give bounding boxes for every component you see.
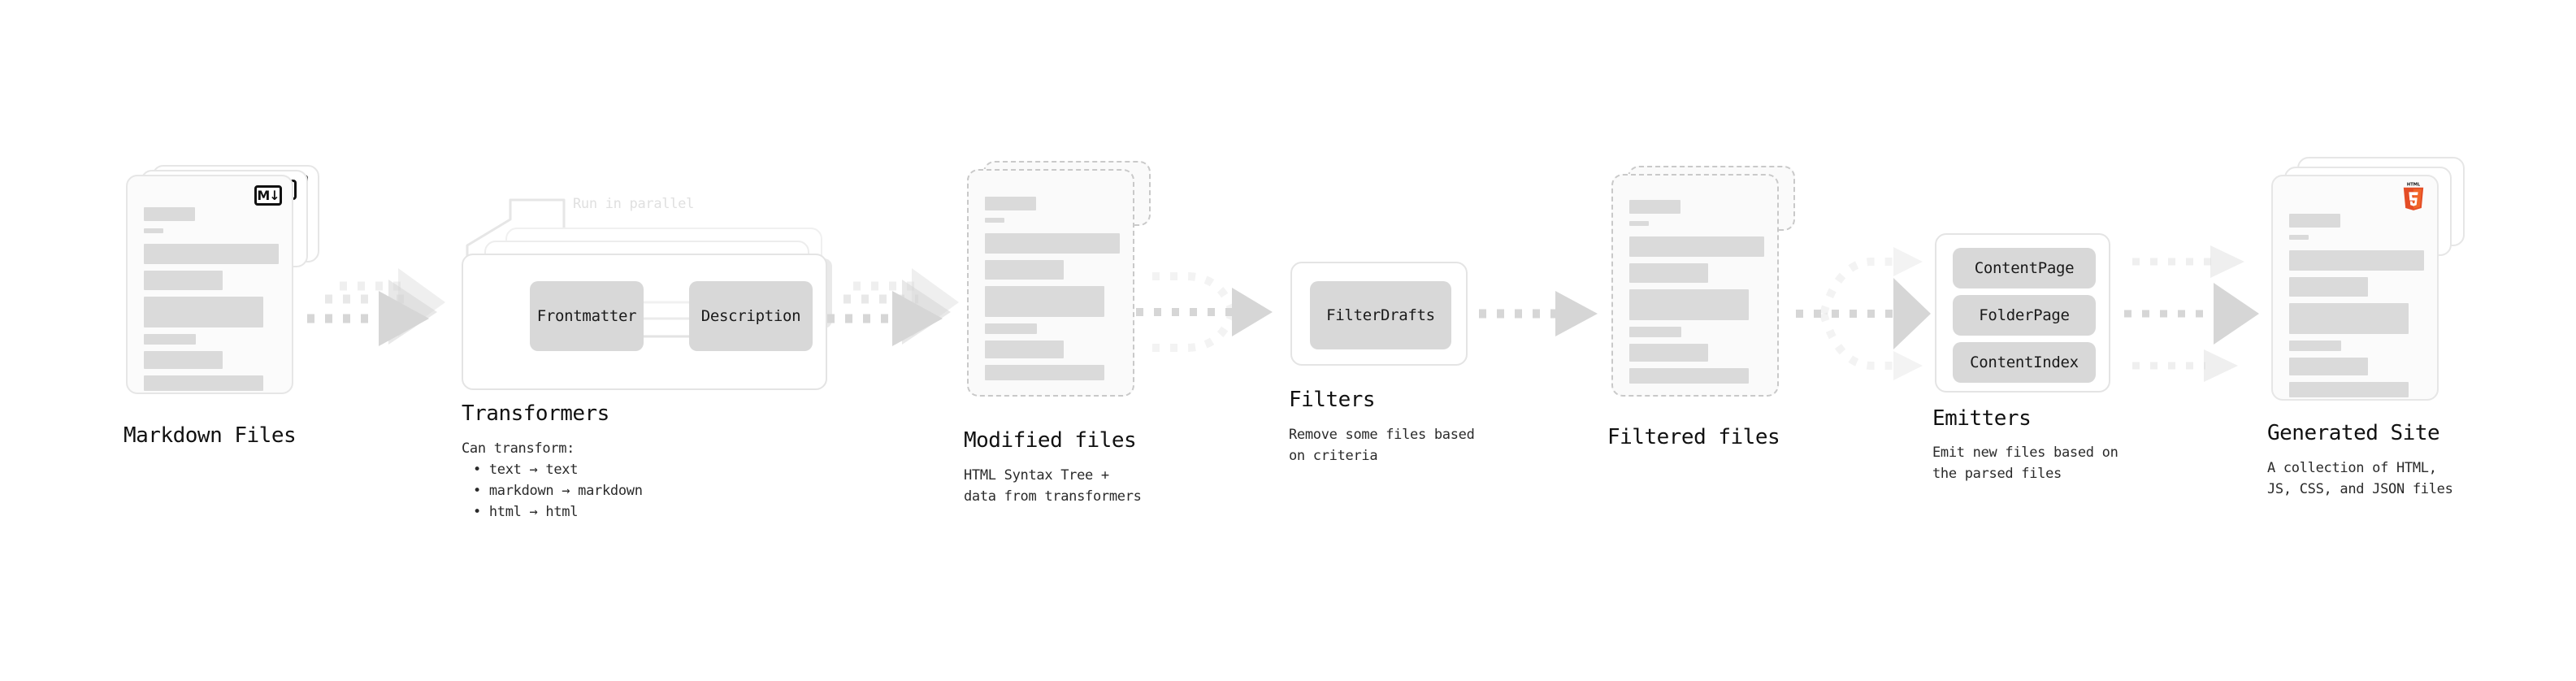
content-bar	[985, 260, 1064, 280]
emitter-chip-contentindex[interactable]: ContentIndex	[1953, 342, 2096, 383]
connector-emitters-to-site	[2124, 245, 2259, 382]
stage-title-emitters: Emitters	[1932, 406, 2032, 431]
transformer-chip-description[interactable]: Description	[689, 281, 813, 351]
filters-subtitle: Remove some files based on criteria	[1289, 427, 1475, 464]
content-bar	[2289, 277, 2368, 297]
content-bar	[985, 340, 1064, 358]
run-in-parallel-label: Run in parallel	[573, 196, 695, 212]
content-bar	[2289, 235, 2309, 240]
transformers-bullet-2: • markdown → markdown	[473, 483, 643, 499]
content-bar	[1629, 344, 1708, 362]
content-bar	[2289, 382, 2409, 397]
run-in-parallel-bracket	[466, 198, 566, 280]
emitter-chip-folderpage[interactable]: FolderPage	[1953, 295, 2096, 336]
content-bar	[985, 233, 1120, 254]
doc-content	[144, 207, 279, 398]
filtered-doc-front	[1611, 174, 1779, 397]
content-bar	[1629, 368, 1749, 384]
content-bar	[144, 271, 223, 290]
connector-modified-to-filters	[1136, 272, 1273, 352]
emitter-chip-contentpage[interactable]: ContentPage	[1953, 248, 2096, 288]
markdown-badge: M↓	[254, 185, 282, 206]
connector-filters-to-filtered	[1479, 291, 1598, 336]
content-bar	[144, 244, 279, 264]
html5-badge: HTML	[2403, 182, 2424, 210]
doc-content	[2289, 214, 2424, 405]
stage-title-filters: Filters	[1289, 388, 1376, 412]
connector-filtered-to-emitters	[1796, 247, 1931, 380]
stage-title-modified-files: Modified files	[964, 428, 1137, 453]
content-bar	[2289, 214, 2340, 228]
modified-doc-front	[967, 169, 1134, 397]
markdown-doc-front: M↓	[126, 175, 293, 394]
stage-title-markdown-files: Markdown Files	[124, 423, 297, 448]
modified-files-subtitle: HTML Syntax Tree + data from transformer…	[964, 467, 1142, 505]
transformer-chip-frontmatter[interactable]: Frontmatter	[530, 281, 644, 351]
content-bar	[144, 207, 195, 221]
stage-title-transformers: Transformers	[462, 401, 609, 426]
filters-box: FilterDrafts	[1290, 262, 1468, 366]
stage-title-filtered-files: Filtered files	[1607, 425, 1780, 449]
content-bar	[985, 286, 1104, 317]
content-bar	[1629, 327, 1681, 337]
emitters-subtitle: Emit new files based on the parsed files	[1932, 445, 2118, 482]
connector-transformers-to-modified	[827, 268, 959, 346]
transformers-subtitle: Can transform:	[462, 440, 575, 457]
content-bar	[144, 351, 223, 369]
connector-markdown-to-transformers	[307, 268, 445, 346]
content-bar	[2289, 250, 2424, 271]
content-bar	[985, 197, 1036, 210]
stage-title-generated-site: Generated Site	[2267, 421, 2440, 445]
content-bar	[1629, 221, 1649, 226]
content-bar	[1629, 200, 1680, 214]
content-bar	[2289, 358, 2368, 375]
content-bar	[2289, 340, 2341, 351]
site-doc-html: HTML	[2271, 175, 2439, 401]
content-bar	[985, 365, 1104, 380]
content-bar	[1629, 263, 1708, 283]
content-bar	[1629, 289, 1749, 320]
emitters-box: ContentPage FolderPage ContentIndex	[1935, 233, 2110, 393]
content-bar	[985, 218, 1004, 223]
content-bar	[144, 228, 163, 233]
generated-site-subtitle: A collection of HTML, JS, CSS, and JSON …	[2267, 460, 2453, 497]
doc-content	[1629, 200, 1764, 391]
transformers-stack: Frontmatter Description	[462, 228, 843, 398]
content-bar	[1629, 236, 1764, 257]
doc-content	[985, 197, 1120, 388]
content-bar	[144, 297, 263, 327]
content-bar	[2289, 303, 2409, 334]
transformers-bullet-3: • html → html	[473, 504, 579, 520]
transformers-bullet-1: • text → text	[473, 462, 579, 478]
filter-chip-filterdrafts[interactable]: FilterDrafts	[1310, 281, 1451, 349]
svg-text:HTML: HTML	[2407, 182, 2421, 187]
content-bar	[985, 323, 1037, 334]
content-bar	[144, 334, 196, 345]
content-bar	[144, 375, 263, 391]
